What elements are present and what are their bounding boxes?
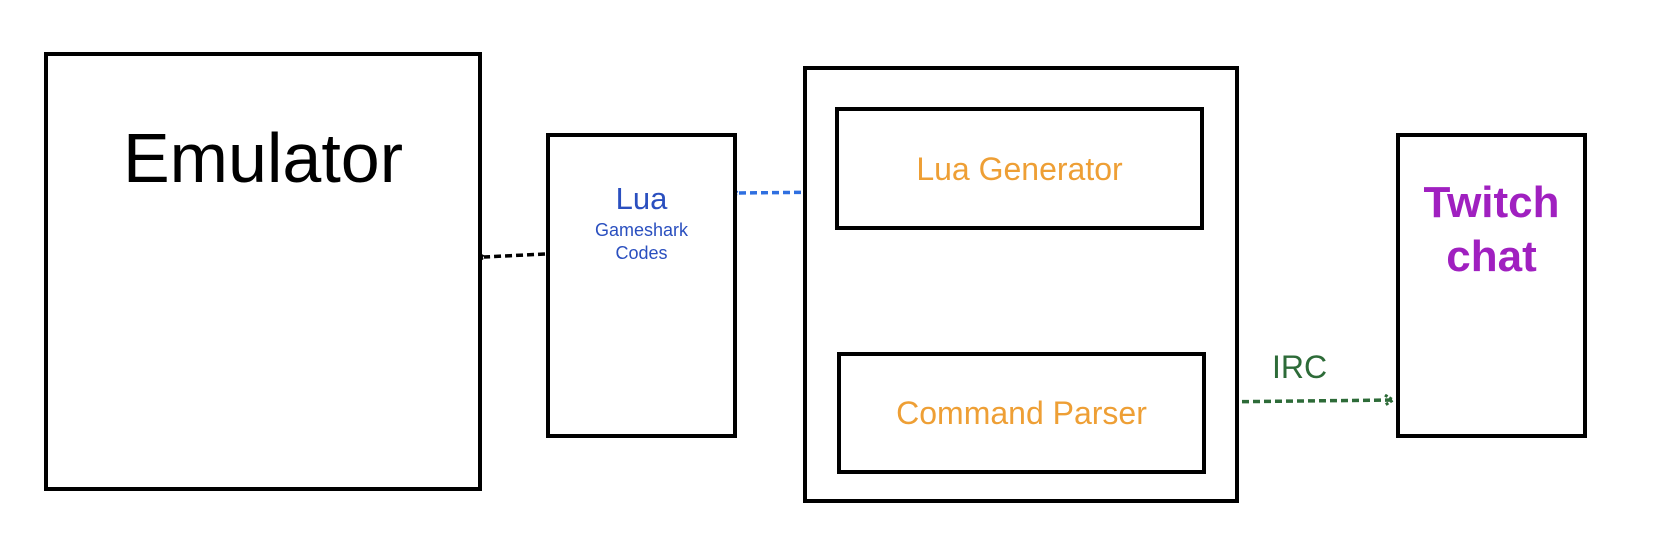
node-lua-subtitle-line1: Gameshark xyxy=(594,220,689,240)
node-lua-subtitle-line2: Codes xyxy=(615,243,668,263)
node-emulator-label: Emulator xyxy=(122,119,404,197)
node-twitch-chat-line2: chat xyxy=(1446,232,1537,281)
node-twitch-chat: Twitch chat xyxy=(1396,133,1587,438)
node-lua-generator-label: Lua Generator xyxy=(916,151,1123,187)
edge-lua-to-emulator xyxy=(484,254,546,257)
node-lua: Lua Gameshark Codes xyxy=(546,133,737,438)
node-emulator: Emulator xyxy=(44,52,482,491)
node-lua-generator: Lua Generator xyxy=(835,107,1204,230)
node-lua-title: Lua xyxy=(615,181,668,216)
edge-irc-label: IRC xyxy=(1272,349,1328,385)
node-command-parser: Command Parser xyxy=(837,352,1206,474)
node-command-parser-label: Command Parser xyxy=(896,395,1147,431)
node-twitch-chat-line1: Twitch xyxy=(1423,178,1560,227)
